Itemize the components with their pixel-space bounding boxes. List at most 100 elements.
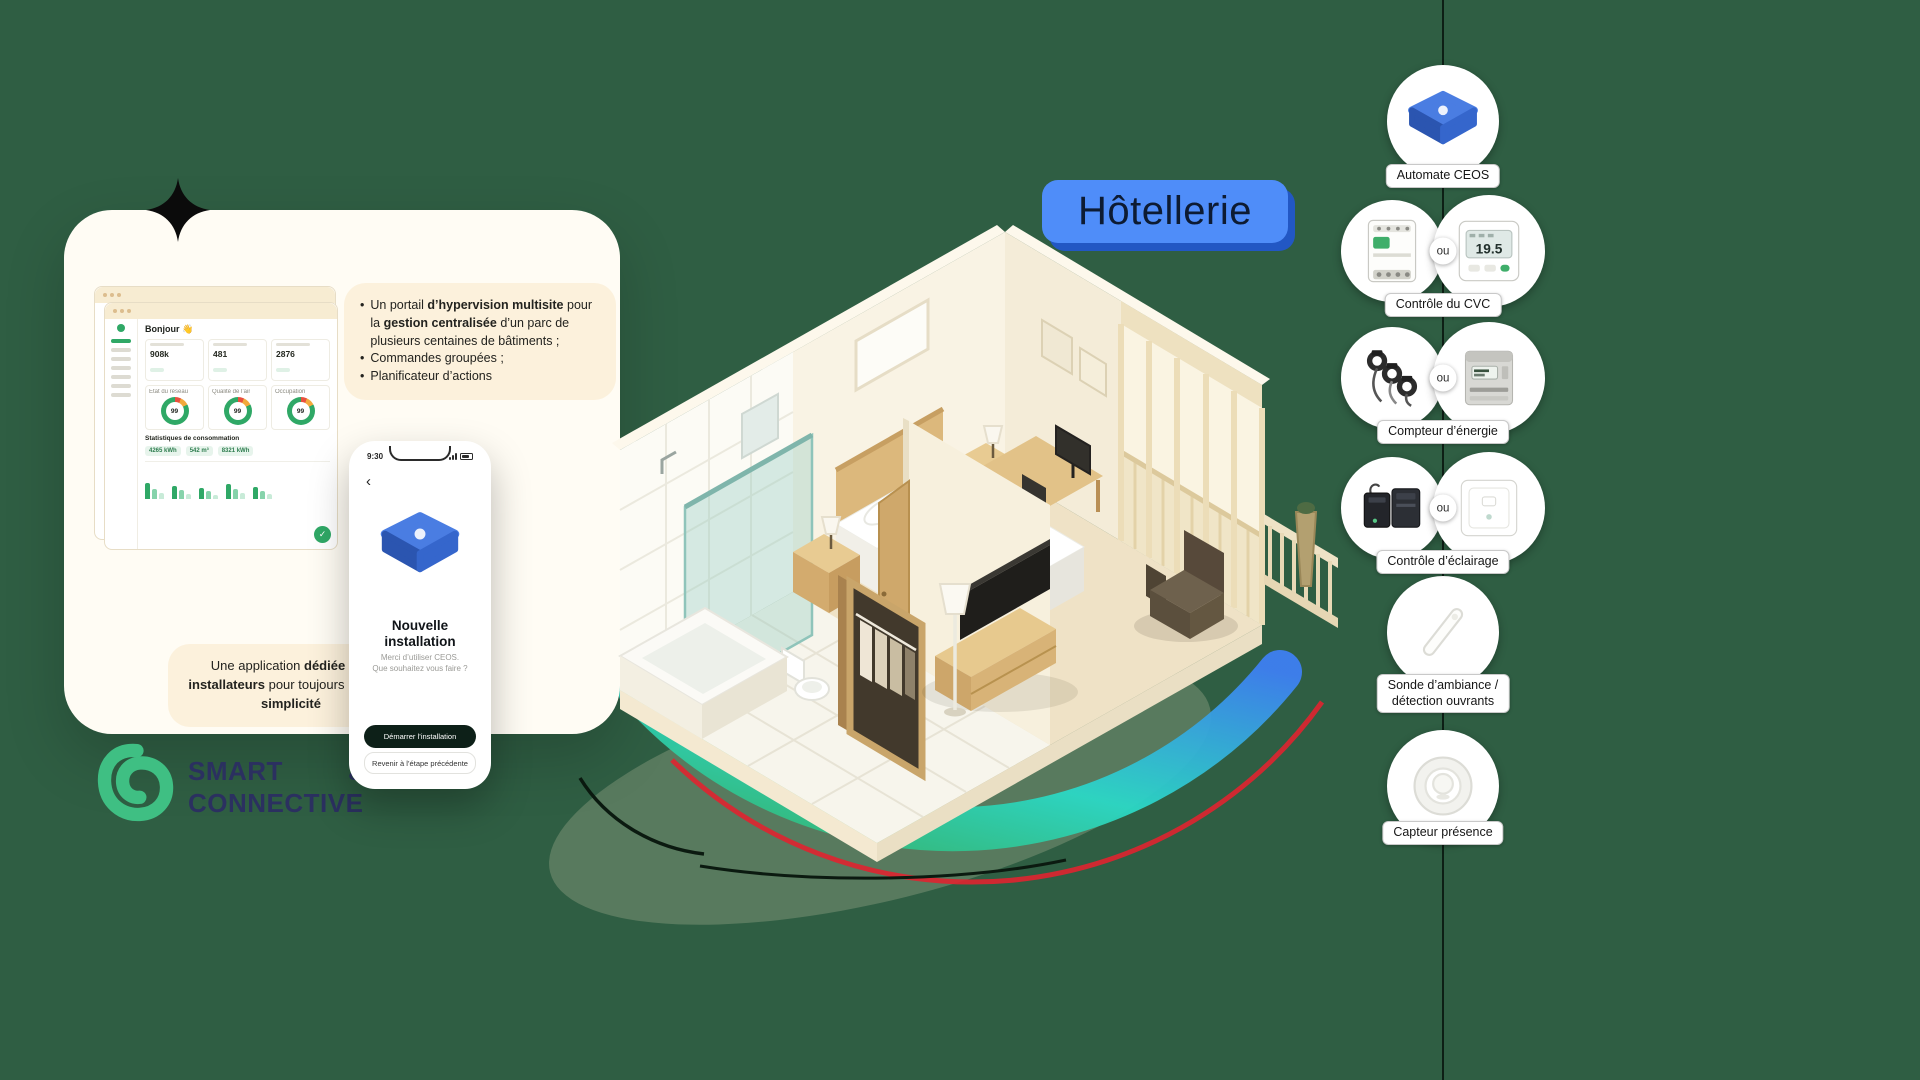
window-controls xyxy=(103,293,107,297)
hotel-room-illustration xyxy=(612,225,1338,862)
label-controle-cvc: Contrôle du CVC xyxy=(1384,293,1502,317)
table-lamp xyxy=(982,425,1004,444)
current-clamps-icon xyxy=(1366,350,1418,407)
dashboard-window: Bonjour 👋 908k 481 2876 Etat du réseau 9… xyxy=(104,302,338,550)
back-chevron-icon[interactable]: ‹ xyxy=(366,473,371,490)
dashboard-donuts: Etat du réseau 99 Qualité de l’air 99 Oc… xyxy=(145,385,330,430)
timeline-node-automate xyxy=(1387,65,1499,177)
wall-frames xyxy=(854,297,1107,398)
label-compteur-energie: Compteur d’énergie xyxy=(1377,420,1509,444)
stat-card: 481 xyxy=(208,339,267,381)
window-controls xyxy=(117,293,121,297)
hotellerie-badge: Hôtellerie xyxy=(1042,180,1288,243)
room-windows xyxy=(1118,301,1265,625)
dashboard-sidebar xyxy=(105,319,138,549)
battery-icon xyxy=(460,453,473,460)
bathtub xyxy=(618,606,789,707)
sidebar-item xyxy=(111,366,131,370)
window-controls xyxy=(110,293,114,297)
label-controle-eclairage: Contrôle d’éclairage xyxy=(1376,550,1510,574)
donut-card: Etat du réseau 99 xyxy=(145,385,204,430)
or-connector: ou xyxy=(1429,494,1457,522)
room-floor xyxy=(620,472,1262,862)
portal-bullet-2: Commandes groupées ; xyxy=(370,351,504,366)
open-door xyxy=(878,479,910,685)
room-walls xyxy=(612,225,1270,690)
logo-spiral-icon xyxy=(97,743,174,822)
sidebar-item xyxy=(111,375,131,379)
dash-bars xyxy=(145,461,330,499)
phone-screen-subtitle: Merci d’utiliser CEOS.Que souhaitez vous… xyxy=(372,653,468,674)
bullet-dot: • xyxy=(360,351,365,366)
dashboard-stats: 908k 481 2876 xyxy=(145,339,330,381)
shower-glass xyxy=(683,432,814,710)
balcony-vase xyxy=(1294,511,1318,587)
logo-wordmark: SMART& CONNECTIVE xyxy=(188,756,364,818)
bullet-dot: • xyxy=(360,369,365,383)
room-shadow xyxy=(549,655,1211,925)
sidebar-item xyxy=(111,348,131,352)
tv-console xyxy=(922,539,1078,712)
window-controls xyxy=(113,309,117,313)
sidebar-item xyxy=(111,357,131,361)
dashboard-logo xyxy=(117,324,125,332)
donut-card: Qualité de l’air 99 xyxy=(208,385,267,430)
svg-text:19.5: 19.5 xyxy=(1476,241,1503,256)
sidebar-item xyxy=(111,393,131,397)
table-lamp xyxy=(820,516,842,535)
stat-card: 908k xyxy=(145,339,204,381)
ceos-device-image xyxy=(380,512,460,573)
desk-area xyxy=(974,424,1103,560)
sidebar-item xyxy=(111,384,131,388)
label-sonde-ambiance: Sonde d’ambiance / détection ouvrants xyxy=(1376,674,1510,714)
ambient-probe-icon xyxy=(1422,608,1464,656)
thermostat-icon: 19.5 xyxy=(1458,220,1520,282)
doodle-line xyxy=(578,777,705,856)
timeline-node-energy: ou xyxy=(1341,322,1545,434)
toilet xyxy=(781,646,805,686)
consumption-badges: 4265 kWh 542 m³ 8321 kWh xyxy=(145,446,330,456)
label-capteur-presence: Capteur présence xyxy=(1382,821,1504,845)
timeline-node-lighting: ou xyxy=(1341,452,1545,564)
bed xyxy=(834,406,1085,652)
or-connector: ou xyxy=(1429,237,1457,265)
touch-switch-icon xyxy=(1460,479,1518,537)
start-installation-button[interactable]: Démarrer l’installation xyxy=(364,725,476,748)
donut-card: Occupation 99 xyxy=(271,385,330,430)
timeline-node-cvc: 19.5 ou xyxy=(1341,195,1545,307)
armchair xyxy=(1134,530,1238,642)
bathroom-fixtures xyxy=(618,432,830,739)
label-automate-ceos: Automate CEOS xyxy=(1385,164,1501,188)
timeline-node-probe xyxy=(1387,576,1499,688)
phone-notch xyxy=(389,446,451,461)
window-titlebar xyxy=(95,287,335,303)
teal-arc xyxy=(618,650,1302,852)
donut-chart: 99 xyxy=(160,397,189,425)
wardrobe xyxy=(838,575,926,782)
shower-head xyxy=(660,450,677,474)
portal-callout: • Un portail d’hypervision multisite pou… xyxy=(344,283,616,400)
energy-meter-icon xyxy=(1464,350,1514,406)
automate-ceos-icon xyxy=(1408,90,1478,145)
tv xyxy=(960,539,1050,596)
smart-connective-logo: SMART& CONNECTIVE xyxy=(96,740,364,826)
previous-step-button[interactable]: Revenir à l’étape précédente xyxy=(364,752,476,774)
floor-lamp xyxy=(938,583,972,717)
portal-bullet-1: Un portail d’hypervision multisite pour … xyxy=(370,298,593,348)
window-controls xyxy=(127,309,131,313)
signal-icon xyxy=(449,453,457,460)
balcony-railing xyxy=(1264,502,1338,628)
sidebar-item xyxy=(111,339,131,343)
donut-chart: 99 xyxy=(286,397,315,425)
window-titlebar xyxy=(105,303,337,319)
or-connector: ou xyxy=(1429,364,1457,392)
red-arc xyxy=(670,700,1325,885)
pillow xyxy=(899,473,945,505)
cvc-controller-icon xyxy=(1367,219,1417,283)
dashboard-section-title: Statistiques de consommation xyxy=(145,435,240,442)
desk-chair xyxy=(1022,474,1046,520)
